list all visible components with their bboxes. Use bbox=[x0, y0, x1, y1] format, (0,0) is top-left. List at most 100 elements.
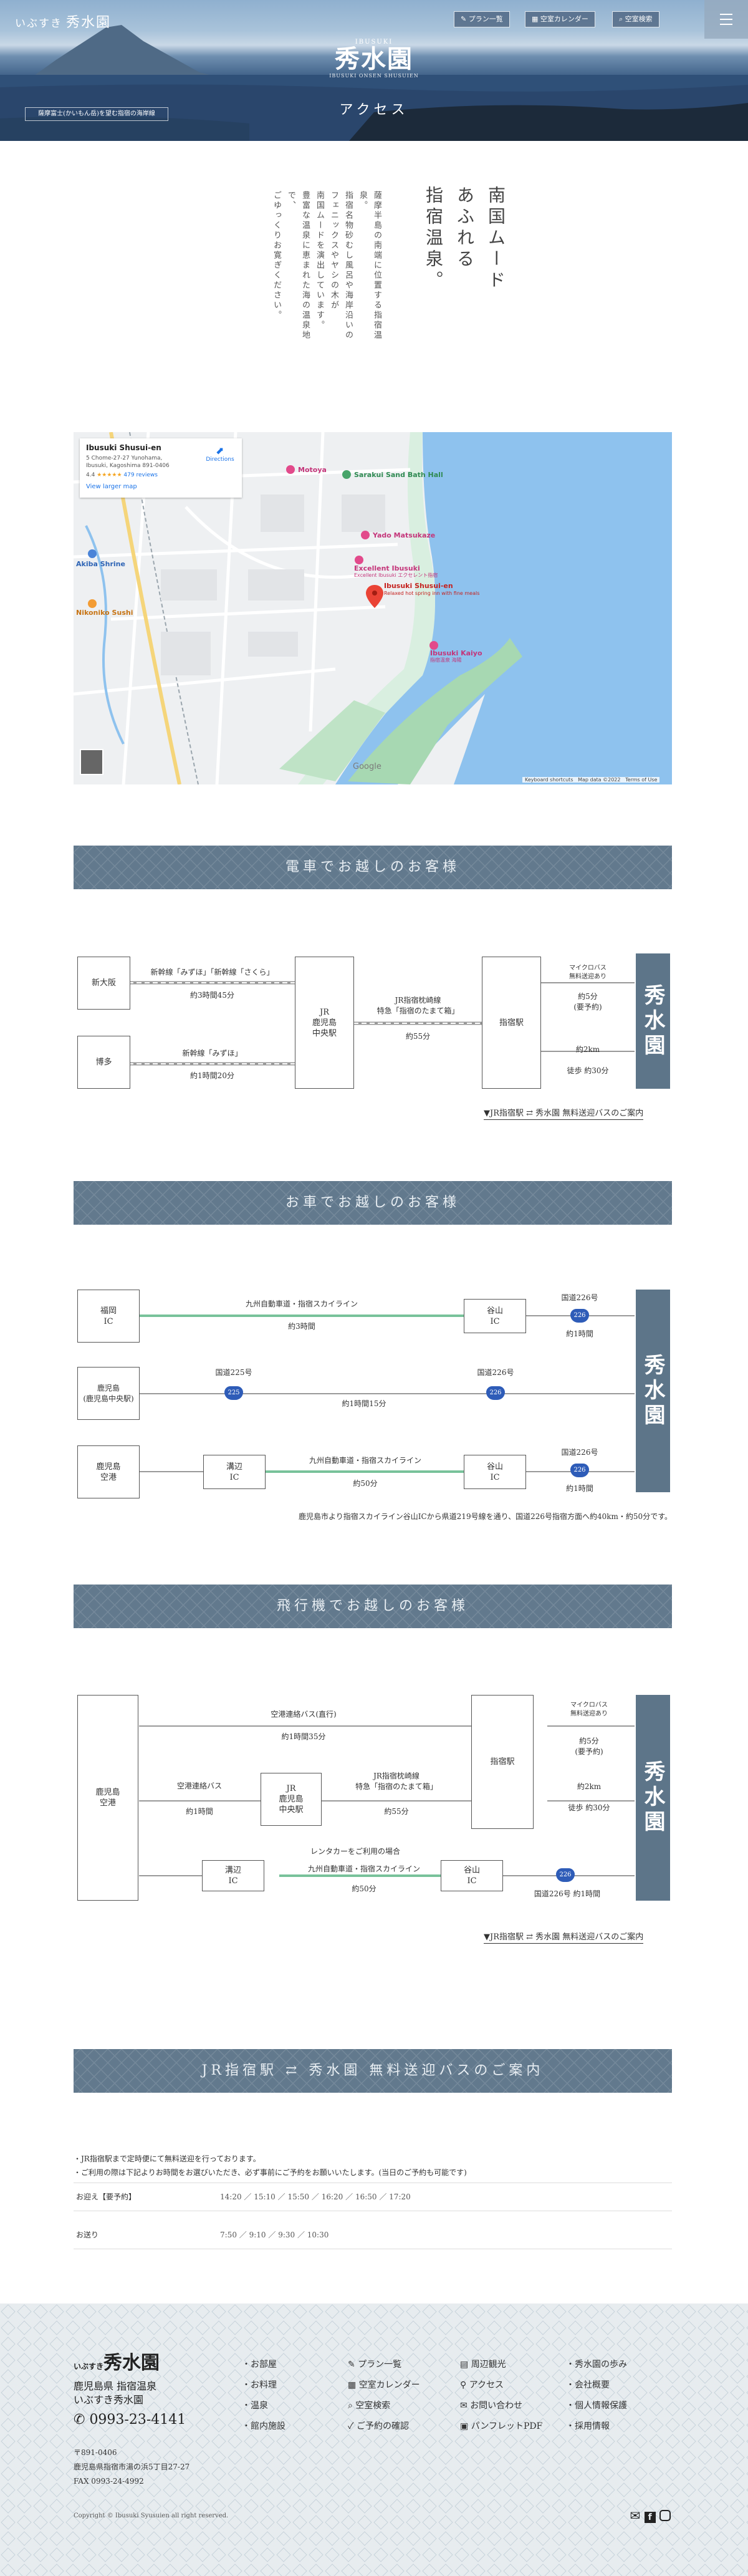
footer-link[interactable]: ▤ 周辺観光 bbox=[460, 2360, 506, 2370]
footer-name: 鹿児島県 指宿温泉いぶすき秀水園 bbox=[74, 2380, 157, 2406]
hero-banner: いぶすき秀水園 ✎ プラン一覧 ▦ 空室カレンダー ⌕ 空室検索 IBUSUKI… bbox=[0, 0, 748, 141]
shusuien-logo-train: 秀水園 bbox=[636, 953, 670, 1089]
svg-text:指宿温泉 海陽: 指宿温泉 海陽 bbox=[430, 657, 462, 663]
from-fukuoka-ic: 福岡 IC bbox=[77, 1290, 140, 1343]
facebook-icon[interactable]: f bbox=[644, 2512, 656, 2523]
footer-link[interactable]: ・温泉 bbox=[242, 2401, 268, 2411]
instagram-icon[interactable] bbox=[659, 2510, 671, 2521]
origin-shin-osaka: 新大阪 bbox=[77, 957, 130, 1010]
pin-kaiyo[interactable] bbox=[429, 641, 438, 650]
from-kagoshima-chuo: 鹿児島 (鹿児島中央駅) bbox=[77, 1367, 140, 1420]
footer-link[interactable]: ⌕ 空室検索 bbox=[348, 2401, 391, 2411]
footer-link[interactable]: ・お料理 bbox=[242, 2380, 277, 2390]
pin-excellent[interactable] bbox=[355, 556, 363, 564]
plan-list-button[interactable]: ✎ プラン一覧 bbox=[454, 11, 510, 27]
svg-text:Excellent Ibusuki: Excellent Ibusuki bbox=[354, 564, 420, 572]
footer-link[interactable]: ⚲ アクセス bbox=[460, 2380, 504, 2390]
shusuien-logo-car: 秀水園 bbox=[636, 1290, 670, 1492]
shusuien-logo-plane: 秀水園 bbox=[636, 1695, 670, 1901]
copyright: Copyright © Ibusuki Syusuien all right r… bbox=[74, 2512, 229, 2519]
intro-catchphrase: 南国ムードあふれる指宿温泉。 bbox=[423, 186, 506, 292]
footer-link[interactable]: ・採用情報 bbox=[566, 2421, 610, 2431]
footer-link[interactable]: ✎ プラン一覧 bbox=[348, 2360, 402, 2370]
route-225-sign: 225 bbox=[224, 1386, 243, 1400]
mizobe-ic-plane: 溝辺 IC bbox=[202, 1860, 264, 1891]
hamburger-menu-button[interactable] bbox=[704, 0, 748, 39]
phone-icon: ✆ bbox=[74, 2412, 90, 2428]
footer-link[interactable]: ✓ ご予約の確認 bbox=[348, 2421, 410, 2431]
calendar-icon: ▦ bbox=[532, 15, 540, 23]
pin-motoya[interactable] bbox=[286, 465, 295, 474]
shuttle-bus-link-plane[interactable]: ▼JR指宿駅 ⇄ 秀水園 無料送迎バスのご案内 bbox=[484, 1930, 644, 1944]
kagoshima-airport-plane: 鹿児島 空港 bbox=[77, 1695, 138, 1901]
footer: いぶすき秀水園 鹿児島県 指宿温泉いぶすき秀水園 ✆ 0993-23-4141 … bbox=[0, 2303, 748, 2576]
route-226-sign-2: 226 bbox=[486, 1386, 505, 1400]
svg-text:Akiba Shrine: Akiba Shrine bbox=[76, 560, 125, 568]
mail-icon[interactable]: ✉ bbox=[630, 2508, 641, 2523]
train-route-lines bbox=[128, 981, 635, 1066]
footer-link[interactable]: ・個人情報保護 bbox=[566, 2401, 627, 2411]
view-larger-map-link[interactable]: View larger map bbox=[86, 483, 137, 490]
calendar-icon: ▦ bbox=[348, 2380, 359, 2390]
footer-link[interactable]: ✉ お問い合わせ bbox=[460, 2401, 523, 2411]
svg-text:Yado Matsukaze: Yado Matsukaze bbox=[372, 531, 435, 539]
footer-link[interactable]: ▦ 空室カレンダー bbox=[348, 2380, 420, 2390]
map-address: 5 Chome-27-27 Yunohama, Ibusuki, Kagoshi… bbox=[86, 455, 170, 469]
pin-sand-bath[interactable] bbox=[342, 470, 351, 479]
menu-icon bbox=[720, 14, 732, 15]
page-title: アクセス bbox=[339, 102, 409, 118]
svg-text:Sarakui Sand Bath Hall: Sarakui Sand Bath Hall bbox=[354, 471, 443, 479]
to-taniyama-ic-3: 谷山 IC bbox=[464, 1455, 526, 1489]
search-icon: ⌕ bbox=[619, 15, 625, 23]
footer-link[interactable]: ▣ パンフレットPDF bbox=[460, 2421, 543, 2431]
map-icon: ▤ bbox=[460, 2360, 471, 2370]
svg-text:Excellent Ibusuki エクセレント指宿: Excellent Ibusuki エクセレント指宿 bbox=[354, 572, 438, 578]
calendar-button[interactable]: ▦ 空室カレンダー bbox=[525, 11, 595, 27]
origin-hakata: 博多 bbox=[77, 1036, 130, 1089]
route-226-sign-3: 226 bbox=[570, 1464, 589, 1477]
footer-links-1: ・お部屋 ・お料理 ・温泉 ・館内施設 bbox=[242, 2355, 285, 2437]
shuttle-bus-link-train[interactable]: ▼JR指宿駅 ⇄ 秀水園 無料送迎バスのご案内 bbox=[484, 1106, 644, 1120]
pencil-icon: ✎ bbox=[348, 2360, 358, 2370]
to-taniyama-ic-1: 谷山 IC bbox=[464, 1299, 526, 1333]
pdf-icon: ▣ bbox=[460, 2421, 471, 2431]
pin-matsukaze[interactable] bbox=[361, 531, 370, 539]
intro-body: 薩摩半島の南端に位置する指宿温泉。指宿名物砂むし風呂や海岸沿いのフェニックスやヤ… bbox=[272, 191, 381, 340]
vacancy-search-button[interactable]: ⌕ 空室検索 bbox=[612, 11, 659, 27]
bus-section-banner: JR指宿駅 ⇄ 秀水園 無料送迎バスのご案内 bbox=[74, 2049, 672, 2093]
hero-logo: IBUSUKI 秀水園 IBUSUKI ONSEN SHUSUIEN bbox=[329, 39, 419, 79]
directions-button[interactable]: ⬈ Directions bbox=[204, 445, 236, 463]
bus-note-2: ・ご利用の際は下記よりお時間をお選びいただき、必ず事前にご予約をお願いいたします… bbox=[74, 2168, 467, 2177]
svg-text:Relaxed hot spring inn with fi: Relaxed hot spring inn with fine meals bbox=[384, 591, 479, 596]
footer-link[interactable]: ・会社概要 bbox=[566, 2380, 610, 2390]
directions-icon: ⬈ bbox=[216, 445, 224, 456]
map-attribution: Keyboard shortcuts Map data ©2022 Terms … bbox=[522, 777, 660, 783]
table-row: お迎え【要予約】 14:20 ／ 15:10 ／ 15:50 ／ 16:20 ／… bbox=[74, 2183, 672, 2211]
car-route-lines bbox=[136, 1315, 635, 1473]
plane-section-banner: 飛行機でお越しのお客様 bbox=[74, 1585, 672, 1628]
street-view-thumbnail[interactable] bbox=[80, 749, 103, 775]
pin-akiba[interactable] bbox=[88, 549, 97, 558]
footer-logo[interactable]: いぶすき秀水園 bbox=[74, 2352, 160, 2374]
bus-note-1: ・JR指宿駅まで定時便にて無料送迎を行っております。 bbox=[74, 2154, 261, 2163]
check-icon: ✓ bbox=[348, 2421, 357, 2431]
footer-link[interactable]: ・館内施設 bbox=[242, 2421, 285, 2431]
table-row: お送り 7:50 ／ 9:10 ／ 9:30 ／ 10:30 bbox=[74, 2221, 672, 2249]
pin-shusuien[interactable] bbox=[366, 585, 383, 608]
svg-text:Nikoniko Sushi: Nikoniko Sushi bbox=[76, 609, 133, 617]
footer-link[interactable]: ・秀水園の歩み bbox=[566, 2360, 627, 2370]
train-section-banner: 電車でお越しのお客様 bbox=[74, 846, 672, 889]
svg-text:Motoya: Motoya bbox=[298, 466, 327, 474]
site-name[interactable]: いぶすき秀水園 bbox=[15, 15, 112, 31]
pin-nikoniko[interactable] bbox=[88, 599, 97, 608]
location-pin-icon: ⚲ bbox=[460, 2380, 469, 2390]
route-226-sign-plane: 226 bbox=[556, 1868, 575, 1882]
footer-tel[interactable]: ✆ 0993-23-4141 bbox=[74, 2412, 186, 2428]
social-icons: ✉ f bbox=[611, 2508, 671, 2523]
pencil-icon: ✎ bbox=[461, 15, 469, 23]
google-map[interactable]: Motoya Sarakui Sand Bath Hall Yado Matsu… bbox=[74, 432, 672, 784]
footer-link[interactable]: ・お部屋 bbox=[242, 2360, 277, 2370]
